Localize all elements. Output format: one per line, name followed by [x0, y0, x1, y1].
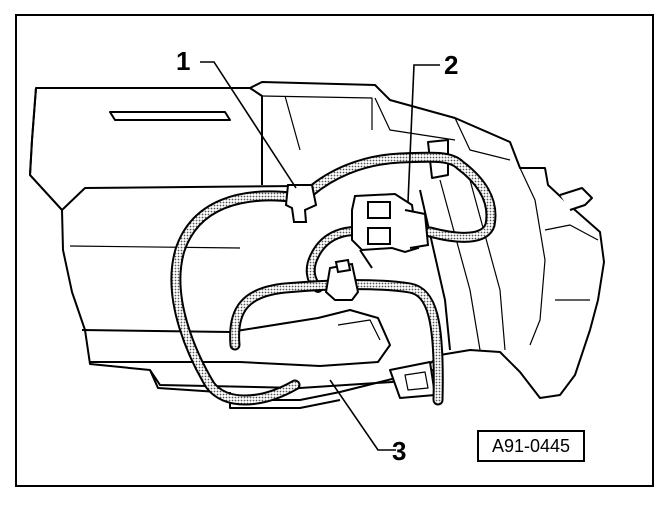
reference-code-box: A91-0445	[477, 430, 585, 462]
leader-lines	[200, 61, 440, 451]
t-connector	[324, 258, 360, 301]
callout-2: 2	[444, 50, 459, 80]
reference-code: A91-0445	[491, 435, 571, 456]
hoses	[170, 151, 497, 406]
callout-1: 1	[176, 46, 191, 76]
hose-clip	[284, 184, 318, 223]
valve-component	[351, 192, 430, 269]
callout-3: 3	[392, 436, 407, 466]
